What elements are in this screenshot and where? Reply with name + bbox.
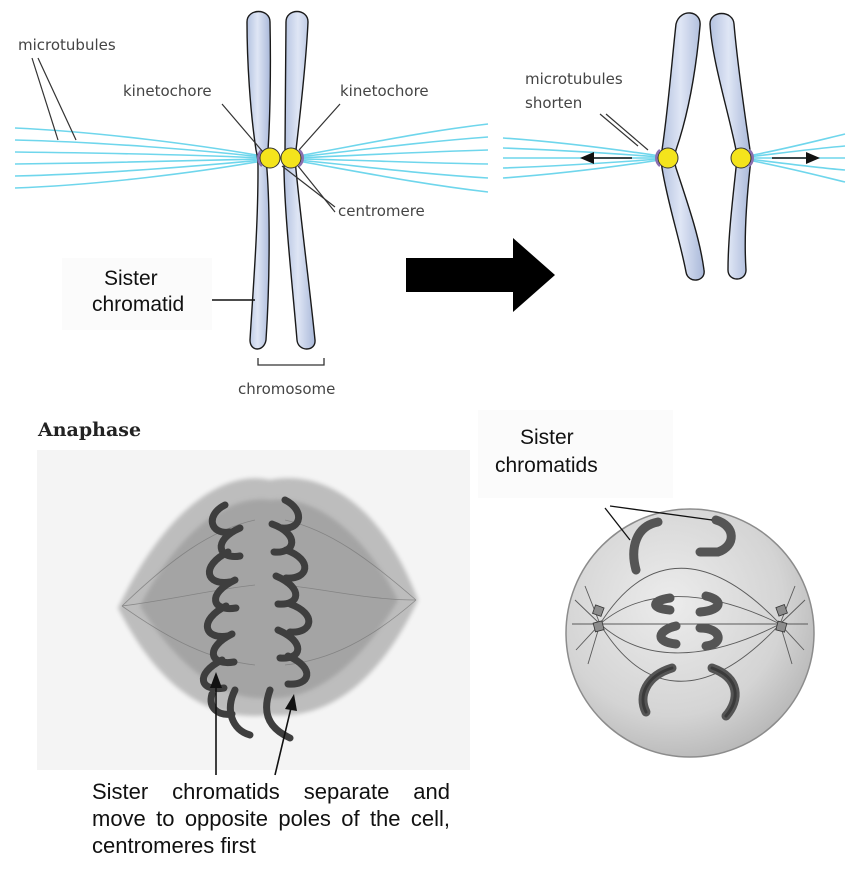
- chromosome-label: chromosome: [238, 380, 335, 398]
- kinetochore-separating-right: [748, 149, 754, 167]
- sister-chromatids-pointer: [604, 505, 713, 541]
- anaphase-title: Anaphase: [37, 419, 141, 441]
- spindle-fibers-micrograph: [118, 478, 418, 716]
- kinetochore-left: [257, 149, 263, 167]
- centrosome-left-2: [592, 620, 605, 633]
- cell-body: [565, 508, 815, 758]
- microtubules-pointer: [31, 57, 77, 141]
- sister-chromatid-label-line1: Sister: [104, 267, 158, 290]
- sister-chromatids-label-line2: chromatids: [495, 454, 598, 477]
- sister-chromatids-label-line1: Sister: [520, 426, 574, 449]
- kinetochore-right: [298, 149, 304, 167]
- centrosome-left: [592, 604, 605, 617]
- microtubules-shorten-label-line2: shorten: [525, 94, 582, 112]
- separating-chromatid-left: [660, 12, 705, 281]
- microtubule-bundle-right: [297, 123, 489, 193]
- centromere-separating-left: [657, 147, 679, 169]
- sister-chromatid-label-box: [62, 258, 212, 330]
- kinetochore-label-left: kinetochore: [123, 82, 212, 100]
- sister-chromatid-label-line2: chromatid: [92, 293, 184, 316]
- top-right-panel: microtubules shorten: [502, 12, 846, 281]
- micrograph-pointer-right: [274, 694, 297, 776]
- centromere-separating-right: [730, 147, 752, 169]
- chromosomes-micrograph: [199, 496, 313, 742]
- caption: Sister chromatids separate and move to o…: [92, 779, 450, 858]
- centromere-right: [280, 147, 302, 169]
- centromere-pointer: [281, 165, 336, 213]
- chromatid-left: [246, 10, 272, 350]
- kinetochore-pointer-left: [221, 103, 264, 153]
- kinetochore-pointer-right: [298, 103, 341, 151]
- microtubules-label: microtubules: [18, 36, 116, 54]
- microtubules-shorten-pointer: [599, 113, 649, 151]
- top-left-panel: microtubules kinetochore kinetochore cen…: [14, 10, 489, 398]
- pull-arrow-left: [580, 152, 632, 164]
- centromere-label: centromere: [338, 202, 425, 220]
- centrosome-right: [775, 604, 788, 617]
- anaphase-micrograph-panel: Anaphase: [37, 419, 470, 776]
- centrosome-right-2: [775, 620, 788, 633]
- kinetochore-separating-left: [655, 149, 661, 167]
- separating-chromatid-right: [709, 12, 752, 280]
- transition-arrow: [406, 238, 555, 312]
- chromatids-cell-highlight: [641, 666, 737, 718]
- kinetochore-label-right: kinetochore: [340, 82, 429, 100]
- anaphase-cell-illustration: Sister chromatids: [478, 410, 815, 758]
- micrograph-pointer-left: [210, 672, 222, 775]
- chromosome-brace: [257, 358, 325, 366]
- microtubule-bundle-left: [14, 127, 263, 189]
- centromere-left: [259, 147, 281, 169]
- pull-arrow-right: [772, 152, 820, 164]
- sister-chromatids-label-box: [478, 410, 673, 498]
- microtubules-shorten-label-line1: microtubules: [525, 70, 623, 88]
